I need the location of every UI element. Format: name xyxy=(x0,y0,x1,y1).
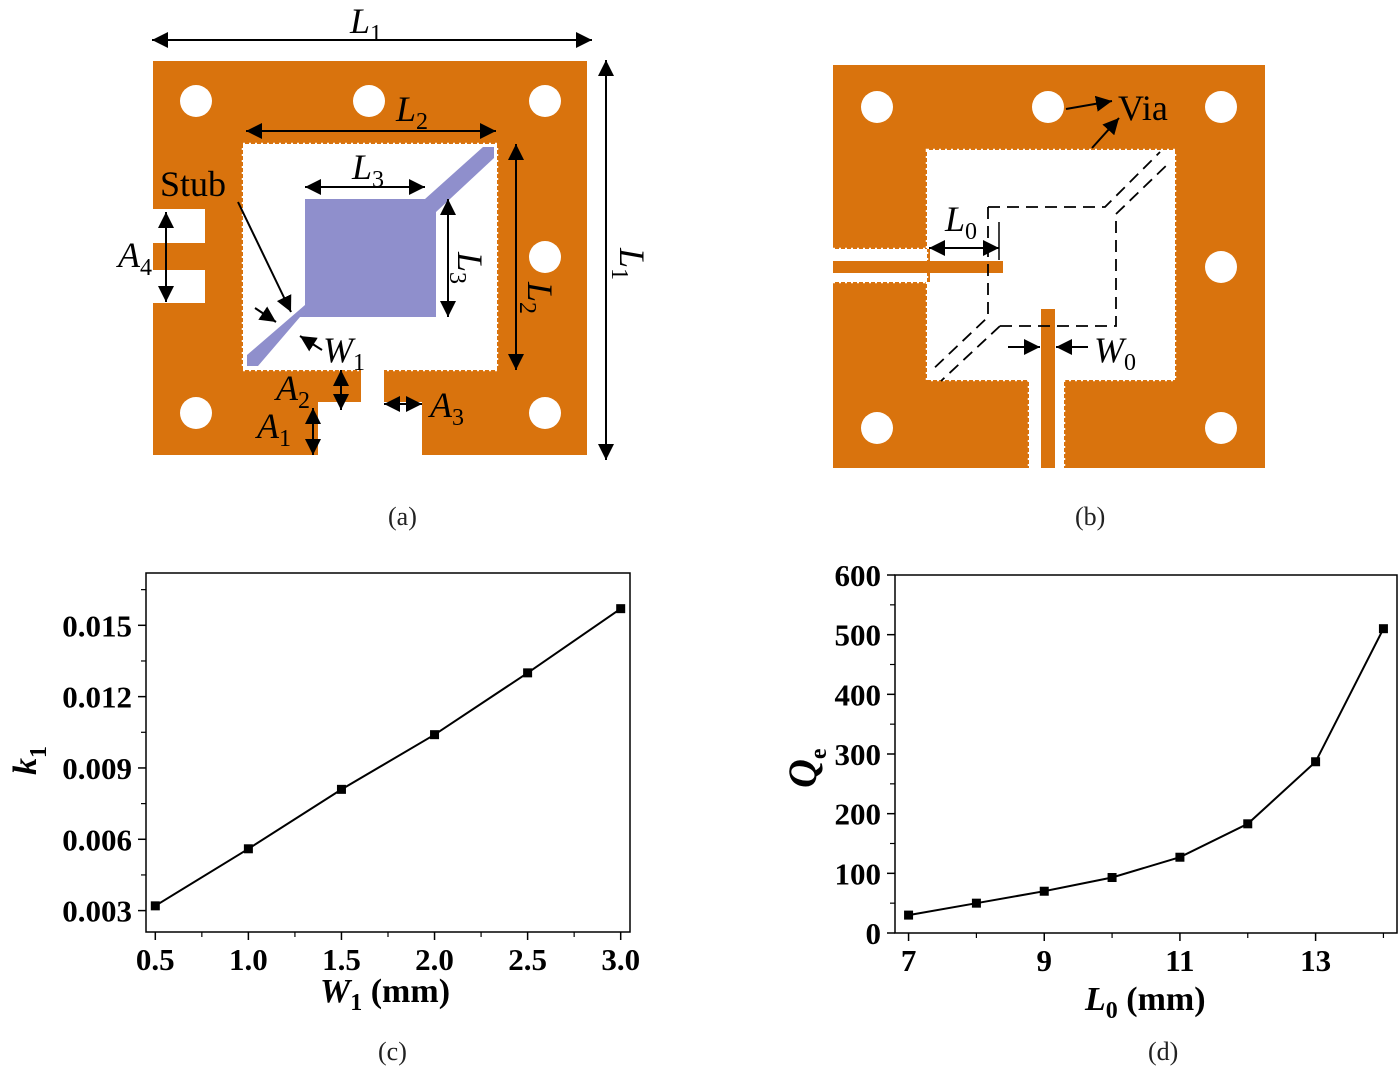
label-L2-right: L2 xyxy=(514,281,560,314)
hole-icon xyxy=(861,412,893,444)
series-markers xyxy=(904,624,1388,920)
hole-icon xyxy=(180,85,212,117)
label-L2-top: L2 xyxy=(395,89,428,135)
x-tick-label: 1.5 xyxy=(322,942,361,977)
label-A2: A2 xyxy=(274,368,310,414)
hole-icon xyxy=(529,397,561,429)
chart-d: 7 9 11 13 0 100 200 300 400 500 600 L0 (mm) Qe (d… xyxy=(780,558,1398,1066)
y-tick-label: 200 xyxy=(835,797,882,832)
y-tick-label: 0.003 xyxy=(62,894,132,929)
label-L3-top: L3 xyxy=(351,147,384,193)
x-axis-label: L0 (mm) xyxy=(1084,981,1206,1024)
y-tick-labels: 0 100 200 300 400 500 600 xyxy=(835,558,882,951)
feed-line-L0 xyxy=(833,261,1003,273)
data-point xyxy=(430,730,440,740)
label-L3-right: L3 xyxy=(444,251,490,284)
x-tick-label: 1.0 xyxy=(229,942,268,977)
dim-arrow xyxy=(299,335,323,352)
panel-b-layout: Via L0 W0 (b) xyxy=(833,65,1265,531)
label-via: Via xyxy=(1118,88,1168,128)
x-tick-label: 2.5 xyxy=(508,942,547,977)
x-axis-label: W1 (mm) xyxy=(320,973,450,1016)
data-point xyxy=(971,898,981,908)
hole-icon xyxy=(529,85,561,117)
data-point xyxy=(1175,852,1185,862)
x-tick-label: 2.0 xyxy=(415,942,454,977)
hole-icon xyxy=(1205,251,1237,283)
y-tick-label: 0 xyxy=(866,916,882,951)
dim-arrow xyxy=(254,306,277,323)
x-tick-labels: 7 9 11 13 xyxy=(901,943,1331,978)
data-point xyxy=(1039,886,1049,896)
stub-pointer xyxy=(237,201,292,313)
data-point xyxy=(243,844,253,854)
series-line xyxy=(154,607,622,907)
data-point xyxy=(1311,757,1321,767)
label-A4: A4 xyxy=(116,235,152,281)
caption-d: (d) xyxy=(1148,1037,1178,1066)
hole-icon xyxy=(529,241,561,273)
y-tick-label: 300 xyxy=(835,737,882,772)
plot-frame xyxy=(894,574,1398,934)
y-tick-label: 400 xyxy=(835,677,882,712)
data-point xyxy=(336,784,346,794)
data-point xyxy=(1378,624,1388,634)
panel-a-layout: L1 L2 L3 Stub A4 W1 A2 A1 A3 L3 L2 L1 (a… xyxy=(116,1,652,531)
feed-line-W0 xyxy=(1041,309,1055,468)
data-point xyxy=(1107,873,1117,883)
y-tick-label: 0.012 xyxy=(62,680,132,715)
hole-icon xyxy=(353,85,385,117)
x-tick-labels: 0.5 1.0 1.5 2.0 2.5 3.0 xyxy=(136,942,640,977)
y-tick-label: 0.006 xyxy=(62,822,132,857)
x-tick-label: 7 xyxy=(901,943,917,978)
label-stub: Stub xyxy=(160,164,226,204)
hole-icon xyxy=(1205,91,1237,123)
y-axis-label: Qe xyxy=(780,748,832,788)
y-tick-label: 100 xyxy=(835,856,882,891)
y-tick-label: 600 xyxy=(835,558,882,593)
y-tick-label: 0.009 xyxy=(62,751,132,786)
x-tick-label: 9 xyxy=(1036,943,1052,978)
y-axis-label: k1 xyxy=(7,746,52,775)
via-fence-inner xyxy=(241,142,499,372)
x-tick-label: 0.5 xyxy=(136,942,175,977)
y-tick-labels: 0.003 0.006 0.009 0.012 0.015 xyxy=(62,608,132,928)
label-W0: W0 xyxy=(1094,330,1136,376)
label-L1-top: L1 xyxy=(349,1,382,47)
label-L0: L0 xyxy=(944,199,977,245)
plot-frame xyxy=(145,572,631,933)
x-tick-label: 11 xyxy=(1165,943,1194,978)
series-markers xyxy=(150,604,626,911)
data-point xyxy=(523,668,533,678)
y-tick-label: 0.015 xyxy=(62,608,132,643)
caption-a: (a) xyxy=(388,502,417,531)
patch-resonator xyxy=(247,147,494,366)
label-W1: W1 xyxy=(323,330,365,376)
caption-b: (b) xyxy=(1075,502,1105,531)
label-A3: A3 xyxy=(428,385,464,431)
via-pointer xyxy=(1065,95,1113,112)
ticks-group xyxy=(887,574,1385,941)
resonator-outline-dashed xyxy=(929,151,1171,382)
ticks-group xyxy=(138,589,622,940)
x-tick-label: 13 xyxy=(1300,943,1331,978)
label-L1-right: L1 xyxy=(606,247,652,280)
series-line xyxy=(908,628,1385,917)
data-point xyxy=(616,604,626,614)
caption-c: (c) xyxy=(378,1037,407,1066)
label-A1: A1 xyxy=(255,406,291,452)
x-tick-label: 3.0 xyxy=(601,942,640,977)
via-pointer xyxy=(1091,117,1120,149)
hole-icon xyxy=(180,397,212,429)
data-point xyxy=(1243,819,1253,829)
y-tick-label: 500 xyxy=(835,618,882,653)
hole-icon xyxy=(861,91,893,123)
data-point xyxy=(150,901,160,911)
hole-icon xyxy=(1032,91,1064,123)
hole-icon xyxy=(1205,412,1237,444)
data-point xyxy=(904,910,914,920)
